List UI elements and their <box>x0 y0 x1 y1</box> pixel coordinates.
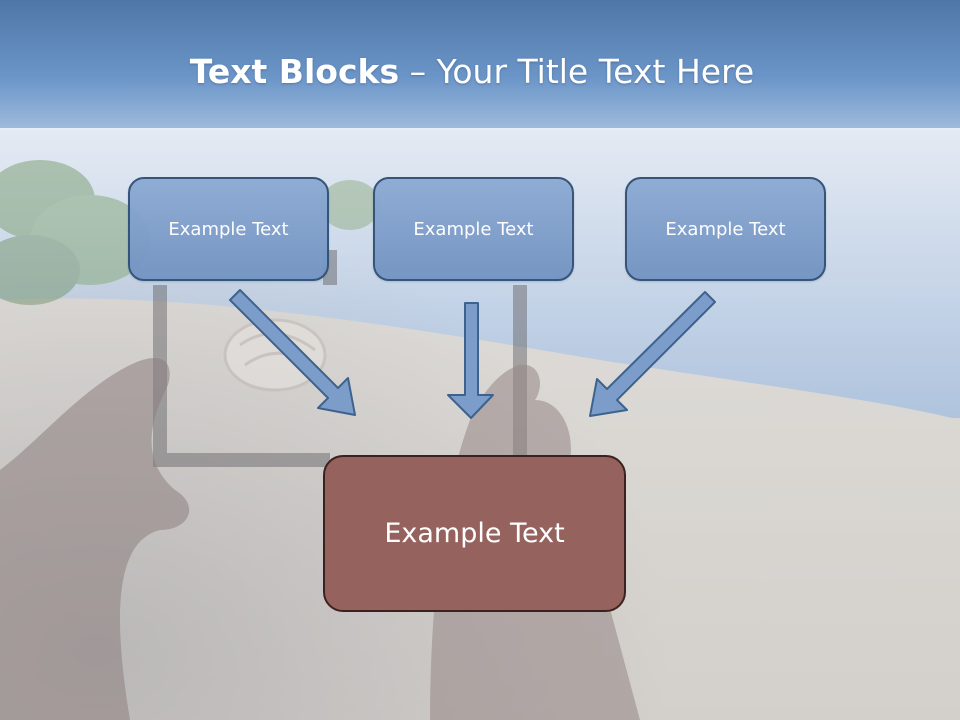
arrow-right-down-left <box>589 291 716 417</box>
text-block-3-label: Example Text <box>665 218 786 240</box>
arrow-left-down-right <box>229 289 356 416</box>
text-block-2-label: Example Text <box>413 218 534 240</box>
title-rest-part: Your Title Text Here <box>436 52 755 91</box>
slide-title: Text Blocks – Your Title Text Here <box>0 52 944 91</box>
arrow-center-down <box>447 302 494 419</box>
title-bold-part: Text Blocks <box>189 52 400 91</box>
text-block-1[interactable]: Example Text <box>128 177 329 281</box>
title-separator: – <box>399 52 437 91</box>
text-block-1-label: Example Text <box>168 218 289 240</box>
main-text-block[interactable]: Example Text <box>323 455 626 612</box>
text-block-2[interactable]: Example Text <box>373 177 574 281</box>
text-block-3[interactable]: Example Text <box>625 177 826 281</box>
main-text-block-label: Example Text <box>384 518 565 549</box>
